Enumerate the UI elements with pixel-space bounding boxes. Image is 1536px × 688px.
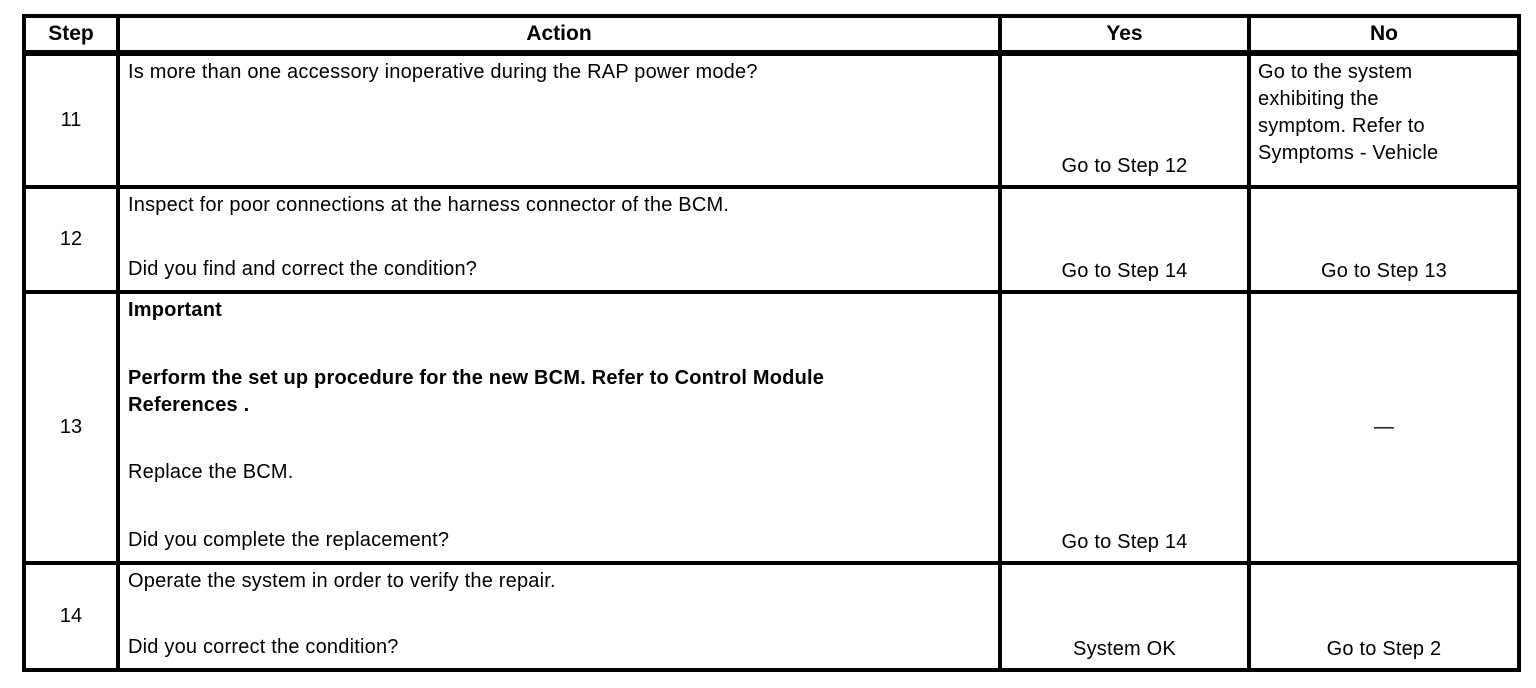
action-cell: Is more than one accessory inoperative d… [120, 56, 998, 185]
no-cell: Go to Step 13 [1251, 189, 1517, 290]
header-yes: Yes [1002, 18, 1247, 52]
yes-cell: Go to Step 12 [1002, 56, 1247, 185]
action-paragraph: Operate the system in order to verify th… [128, 570, 556, 592]
no-answer: Go to Step 13 [1320, 260, 1448, 282]
yes-cell: Go to Step 14 [1002, 294, 1247, 561]
no-answer-dash: — [1373, 416, 1395, 438]
step-number: 13 [26, 294, 116, 561]
yes-answer: Go to Step 14 [1061, 260, 1188, 282]
header-step: Step [26, 18, 116, 52]
action-question: Did you find and correct the condition? [128, 258, 478, 280]
action-important-label: Important [128, 299, 223, 321]
action-cell: Operate the system in order to verify th… [120, 565, 998, 668]
step-number: 14 [26, 565, 116, 668]
step-number: 12 [26, 189, 116, 290]
yes-answer: System OK [1073, 638, 1176, 660]
yes-answer: Go to Step 14 [1061, 531, 1188, 553]
action-paragraph: Replace the BCM. [128, 461, 294, 484]
yes-cell: Go to Step 14 [1002, 189, 1247, 290]
action-paragraph: Is more than one accessory inoperative d… [128, 61, 758, 83]
action-question: Did you complete the replacement? [128, 528, 450, 551]
no-cell: Go to the system exhibiting the symptom.… [1251, 56, 1517, 185]
step-number: 11 [26, 56, 116, 185]
header-action: Action [120, 18, 998, 52]
header-no: No [1251, 18, 1517, 52]
action-cell: Inspect for poor connections at the harn… [120, 189, 998, 290]
no-answer: Go to the system exhibiting the symptom.… [1258, 61, 1439, 164]
diagnostic-table: Step Action Yes No 11 Is more than one a… [22, 14, 1521, 672]
no-answer: Go to Step 2 [1326, 638, 1442, 660]
yes-cell: System OK [1002, 565, 1247, 668]
action-important-text: Perform the set up procedure for the new… [128, 366, 825, 416]
action-paragraph: Inspect for poor connections at the harn… [128, 194, 730, 216]
no-cell: — [1251, 294, 1517, 561]
yes-answer: Go to Step 12 [1061, 155, 1188, 177]
no-cell: Go to Step 2 [1251, 565, 1517, 668]
action-question: Did you correct the condition? [128, 636, 399, 658]
action-cell: Important Perform the set up procedure f… [120, 294, 998, 561]
